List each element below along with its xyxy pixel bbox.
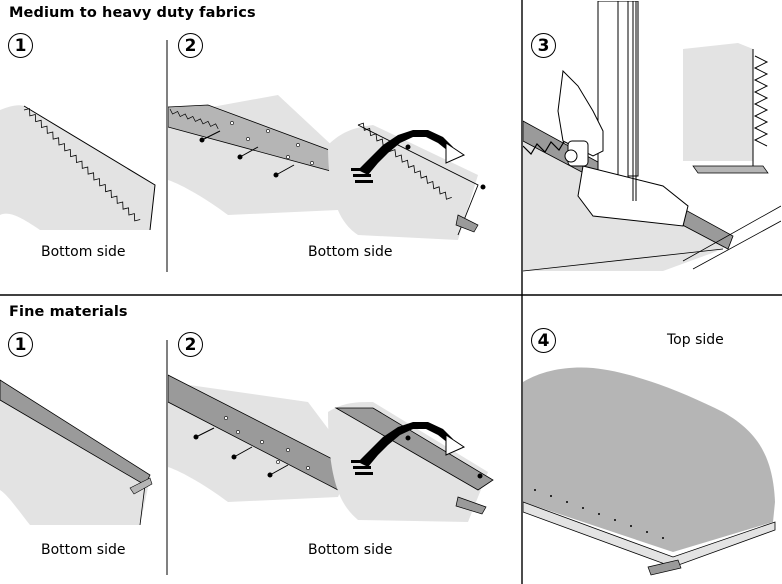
right-zigzag — [357, 122, 452, 200]
hem-tail — [647, 559, 682, 576]
fine-step-1-caption: Bottom side — [41, 542, 126, 558]
fabric-piece-right — [328, 125, 478, 240]
fold-arrow — [351, 130, 466, 183]
fabric-piece — [0, 400, 150, 525]
presser-foot — [557, 1, 689, 227]
step-4-finished-hem-illustration — [523, 367, 776, 576]
pins — [199, 130, 295, 178]
pins — [193, 427, 289, 478]
heavy-step-1-caption: Bottom side — [41, 244, 126, 260]
fold-arrow — [351, 422, 466, 475]
finished-fabric — [523, 367, 775, 552]
fold-tip — [455, 496, 487, 515]
blind-hem-stitch-dots — [534, 489, 664, 539]
fabric-piece — [0, 105, 155, 230]
needle — [632, 1, 637, 201]
zigzag-stitch — [23, 108, 141, 222]
step-3-badge: 3 — [531, 33, 556, 58]
fine-step-2-illustration — [168, 374, 494, 522]
fine-step-2-caption: Bottom side — [308, 542, 393, 558]
heavy-step-2-illustration — [168, 95, 486, 240]
fabric-piece-right — [328, 402, 488, 522]
pins-right — [405, 144, 486, 190]
heavy-step-1-illustration — [0, 105, 156, 231]
heavy-step-2-caption: Bottom side — [308, 244, 393, 260]
stitch-marks — [224, 416, 310, 470]
zigzag-stitch-folded — [169, 108, 219, 130]
fine-step-1-badge: 1 — [8, 332, 33, 357]
stitch-marks — [230, 121, 314, 165]
fine-step-2-badge: 2 — [178, 332, 203, 357]
bottom-fold — [523, 501, 776, 568]
inset-zigzag — [753, 55, 769, 147]
heavy-step-2-badge: 2 — [178, 33, 203, 58]
step-4-badge: 4 — [531, 328, 556, 353]
fine-step-1-illustration — [0, 379, 153, 526]
band-edge — [139, 484, 146, 526]
fabric-edge-line — [23, 105, 156, 231]
fine-materials-title: Fine materials — [9, 304, 128, 320]
step-3-presser-foot-illustration — [523, 1, 781, 272]
right-hem-band — [334, 407, 494, 491]
fold-tip — [455, 214, 479, 233]
heavy-step-1-badge: 1 — [8, 33, 33, 58]
step-4-caption: Top side — [667, 332, 724, 348]
heavy-fabrics-title: Medium to heavy duty fabrics — [9, 5, 256, 21]
pins-right — [405, 435, 483, 479]
